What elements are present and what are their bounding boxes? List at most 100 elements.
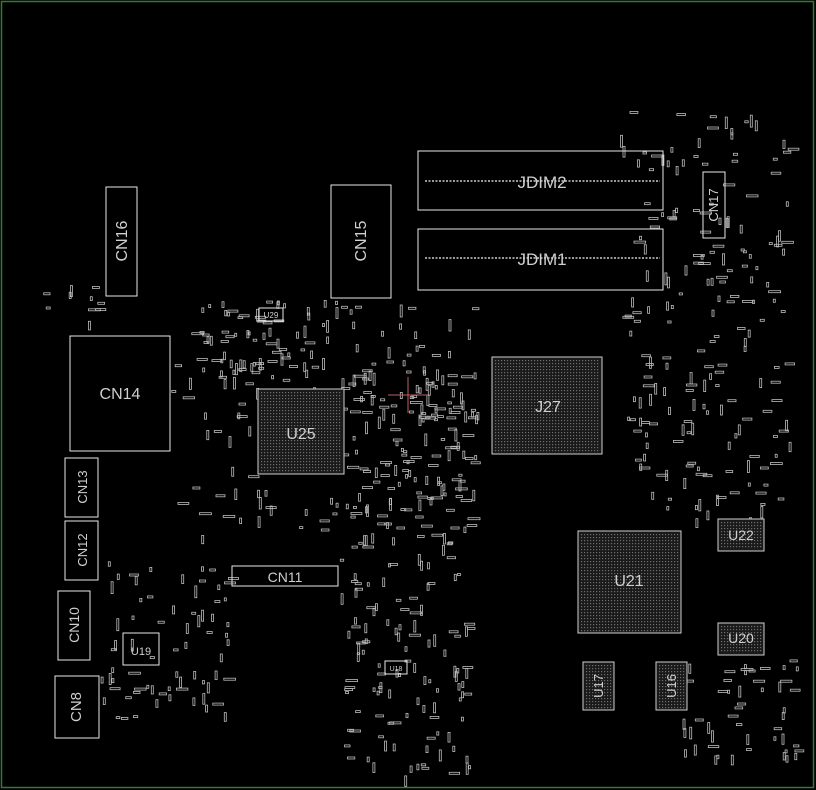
- smd-pad: [380, 474, 390, 478]
- smd-pad: [146, 684, 150, 689]
- smd-pad: [88, 308, 101, 312]
- smd-pad: [693, 209, 700, 213]
- smd-pad: [666, 301, 669, 311]
- jdim1-slot[interactable]: JDIM1: [417, 228, 664, 291]
- smd-pad: [667, 216, 678, 220]
- smd-pad: [789, 659, 798, 663]
- smd-pad: [202, 680, 205, 685]
- cn8-connector[interactable]: CN8: [54, 675, 100, 739]
- smd-pad: [133, 687, 147, 691]
- j27-bga-chip[interactable]: J27: [491, 356, 603, 455]
- u21-bga-chip[interactable]: U21: [577, 530, 682, 634]
- smd-pad: [262, 321, 273, 325]
- smd-pad: [420, 524, 433, 528]
- smd-pad: [774, 365, 780, 369]
- smd-pad: [380, 461, 392, 464]
- smd-pad: [768, 290, 781, 294]
- smd-pad: [201, 535, 205, 545]
- smd-pad: [458, 480, 462, 492]
- smd-pad: [684, 265, 688, 276]
- smd-pad: [227, 309, 239, 313]
- smd-pad: [211, 359, 222, 363]
- smd-pad: [457, 683, 461, 691]
- smd-pad: [458, 697, 462, 702]
- u19-chip[interactable]: U19: [122, 632, 160, 666]
- u29-chip[interactable]: U29: [258, 307, 284, 322]
- smd-pad: [370, 394, 376, 398]
- smd-pad: [282, 378, 291, 382]
- smd-pad: [639, 235, 642, 241]
- u17-chip[interactable]: U17: [582, 661, 615, 711]
- smd-pad: [168, 694, 172, 702]
- smd-pad: [201, 566, 204, 572]
- smd-pad: [211, 613, 215, 622]
- cn12-connector[interactable]: CN12: [64, 520, 99, 581]
- cn11-label: CN11: [268, 569, 303, 585]
- smd-pad: [182, 396, 195, 400]
- u22-chip[interactable]: U22: [717, 518, 765, 552]
- smd-pad: [223, 351, 226, 361]
- smd-pad: [688, 663, 692, 674]
- smd-pad: [357, 642, 361, 655]
- smd-pad: [630, 418, 636, 422]
- smd-pad: [377, 416, 381, 429]
- u25-bga-chip[interactable]: U25: [257, 388, 345, 475]
- cn15-connector[interactable]: CN15: [330, 184, 392, 299]
- smd-pad: [692, 398, 696, 411]
- smd-pad: [258, 496, 262, 510]
- smd-pad: [348, 382, 357, 386]
- smd-pad: [419, 344, 425, 348]
- smd-pad: [212, 702, 224, 706]
- cn10-connector[interactable]: CN10: [57, 590, 91, 661]
- cn17-connector[interactable]: CN17: [702, 171, 726, 239]
- smd-pad: [454, 429, 458, 442]
- smd-pad: [234, 332, 238, 337]
- smd-pad: [760, 505, 764, 519]
- smd-pad: [303, 325, 307, 338]
- smd-pad: [743, 250, 747, 254]
- smd-pad: [434, 407, 446, 411]
- smd-pad: [418, 499, 422, 512]
- jdim2-slot[interactable]: JDIM2: [417, 150, 664, 211]
- cn8-label: CN8: [68, 692, 85, 722]
- smd-pad: [693, 253, 705, 257]
- smd-pad: [403, 450, 408, 454]
- smd-pad: [134, 576, 138, 586]
- smd-pad: [689, 726, 693, 740]
- smd-pad: [743, 338, 747, 347]
- smd-pad: [366, 504, 369, 517]
- smd-pad: [714, 370, 725, 374]
- smd-pad: [320, 528, 330, 532]
- smd-pad: [319, 519, 330, 523]
- cn16-connector[interactable]: CN16: [105, 186, 138, 297]
- u16-chip[interactable]: U16: [655, 661, 688, 711]
- smd-pad: [363, 372, 367, 385]
- smd-pad: [422, 705, 426, 713]
- cn14-connector[interactable]: CN14: [69, 335, 171, 452]
- smd-pad: [633, 429, 642, 433]
- smd-pad: [743, 346, 747, 352]
- smd-pad: [382, 577, 386, 587]
- u18-chip[interactable]: U18: [384, 660, 408, 675]
- smd-pad: [465, 762, 469, 775]
- smd-pad: [364, 638, 368, 645]
- smd-pad: [699, 211, 712, 215]
- smd-pad: [464, 626, 468, 637]
- smd-pad: [271, 375, 275, 380]
- cn11-connector[interactable]: CN11: [231, 565, 339, 587]
- smd-pad: [372, 607, 376, 617]
- smd-pad: [192, 486, 201, 490]
- smd-pad: [133, 715, 139, 718]
- smd-pad: [742, 417, 753, 421]
- smd-pad: [724, 116, 728, 129]
- smd-pad: [347, 756, 356, 760]
- smd-pad: [371, 533, 375, 544]
- u25-label: U25: [286, 426, 315, 443]
- u20-chip[interactable]: U20: [717, 622, 765, 656]
- smd-pad: [462, 666, 474, 669]
- smd-pad: [476, 411, 480, 421]
- smd-pad: [785, 755, 789, 763]
- smd-pad: [716, 754, 720, 760]
- smd-pad: [304, 341, 316, 345]
- cn13-connector[interactable]: CN13: [64, 457, 99, 518]
